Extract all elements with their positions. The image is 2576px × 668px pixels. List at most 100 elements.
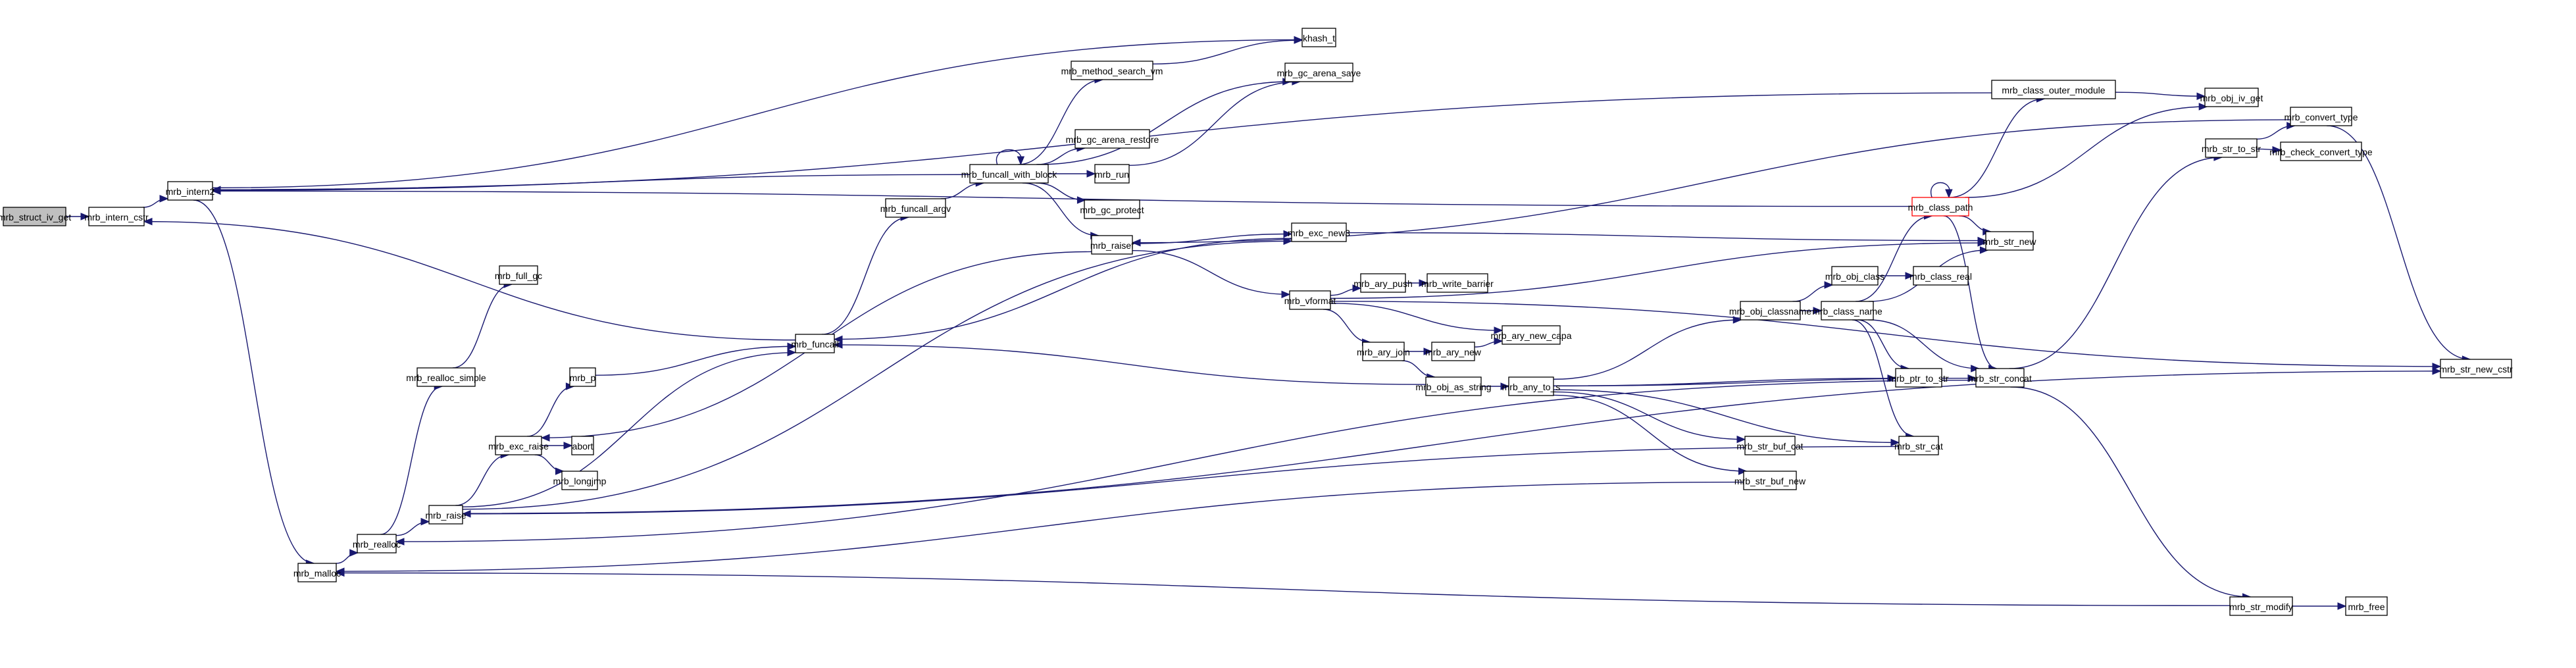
node-mrb-realloc[interactable]: mrb_realloc [353,534,401,553]
node-mrb-str-modify[interactable]: mrb_str_modify [2229,596,2293,616]
node-box[interactable] [2290,107,2352,126]
node-box[interactable] [1071,61,1153,80]
node-box[interactable] [571,436,594,455]
node-mrb-convert-type[interactable]: mrb_convert_type [2284,107,2358,126]
node-mrb-write-barrier[interactable]: mrb_write_barrier [1421,273,1494,293]
node-box[interactable] [2229,596,2293,616]
node-box[interactable] [1291,222,1347,242]
node-mrb-obj-iv-get[interactable]: mrb_obj_iv_get [2200,88,2263,107]
node-mrb-intern2[interactable]: mrb_intern2 [166,181,215,201]
node-mrb-class-path[interactable]: mrb_class_path [1908,197,1973,217]
node-box[interactable] [969,164,1049,184]
node-box[interactable] [1301,28,1336,47]
node-mrb-method-search-vm[interactable]: mrb_method_search_vm [1061,61,1163,80]
node-box[interactable] [1911,197,1969,217]
node-mrb-raisef[interactable]: mrb_raisef [1090,235,1134,255]
node-mrb-funcall-with-block[interactable]: mrb_funcall_with_block [961,164,1058,184]
node-khash-t[interactable]: khash_t [1301,28,1336,47]
node-mrb-free[interactable]: mrb_free [2345,596,2388,616]
node-mrb-realloc-simple[interactable]: mrb_realloc_simple [406,367,486,387]
node-box[interactable] [569,367,596,387]
node-mrb-str-buf-new[interactable]: mrb_str_buf_new [1734,471,1806,490]
node-mrb-str-concat[interactable]: mrb_str_concat [1968,368,2032,388]
node-mrb-ary-new-capa[interactable]: mrb_ary_new_capa [1491,325,1572,345]
node-box[interactable] [2280,141,2362,161]
node-box[interactable] [417,367,476,387]
node-box[interactable] [2205,138,2258,158]
node-mrb-str-buf-cat[interactable]: mrb_str_buf_cat [1736,436,1804,455]
node-mrb-ptr-to-str[interactable]: mrb_ptr_to_str [1888,368,1949,388]
node-box[interactable] [1094,164,1130,184]
node-mrb-ary-join[interactable]: mrb_ary_join [1357,342,1410,361]
node-box[interactable] [1425,376,1482,396]
node-box[interactable] [1502,325,1561,345]
node-box[interactable] [1074,129,1150,149]
node-mrb-struct-iv-get[interactable]: mrb_struct_iv_get [0,207,71,226]
node-mrb-any-to-s[interactable]: mrb_any_to_s [1502,376,1561,396]
node-box[interactable] [1821,301,1874,321]
node-mrb-funcall-argv[interactable]: mrb_funcall_argv [880,198,951,218]
node-mrb-check-convert-type[interactable]: mrb_check_convert_type [2269,141,2373,161]
node-box[interactable] [2204,88,2259,107]
node-box[interactable] [1508,376,1554,396]
node-box[interactable] [1913,266,1969,286]
node-box[interactable] [297,563,337,582]
node-abort[interactable]: abort [571,436,594,455]
node-mrb-vformat[interactable]: mrb_vformat [1284,290,1336,310]
node-mrb-longjmp[interactable]: mrb_longjmp [553,471,607,490]
node-mrb-gc-arena-save[interactable]: mrb_gc_arena_save [1277,63,1361,82]
node-mrb-str-to-str[interactable]: mrb_str_to_str [2202,138,2261,158]
node-mrb-funcall[interactable]: mrb_funcall [791,334,839,353]
node-box[interactable] [1831,266,1879,286]
node-mrb-ary-push[interactable]: mrb_ary_push [1353,273,1413,293]
node-box[interactable] [1289,290,1331,310]
node-box[interactable] [3,207,66,226]
node-mrb-obj-classname[interactable]: mrb_obj_classname [1729,301,1811,321]
node-mrb-obj-class[interactable]: mrb_obj_class [1825,266,1884,286]
node-box[interactable] [1898,436,1939,455]
node-mrb-malloc[interactable]: mrb_malloc [293,563,341,582]
node-box[interactable] [1991,80,2116,99]
node-box[interactable] [1284,63,1353,82]
node-mrb-exc-new3[interactable]: mrb_exc_new3 [1288,222,1350,242]
node-box[interactable] [1362,342,1405,361]
node-box[interactable] [2345,596,2388,616]
node-box[interactable] [357,534,397,553]
node-mrb-ary-new[interactable]: mrb_ary_new [1425,342,1482,361]
node-box[interactable] [885,198,946,218]
node-box[interactable] [428,505,463,525]
node-box[interactable] [1743,471,1797,490]
node-box[interactable] [1975,368,2025,388]
node-box[interactable] [1360,273,1406,293]
node-mrb-gc-protect[interactable]: mrb_gc_protect [1080,199,1144,219]
node-mrb-run[interactable]: mrb_run [1094,164,1130,184]
node-mrb-obj-as-string[interactable]: mrb_obj_as_string [1415,376,1492,396]
node-mrb-raise[interactable]: mrb_raise [425,505,467,525]
node-box[interactable] [495,436,542,455]
node-mrb-str-new[interactable]: mrb_str_new [1983,231,2037,251]
node-mrb-gc-arena-restore[interactable]: mrb_gc_arena_restore [1066,129,1159,149]
node-mrb-exc-raise[interactable]: mrb_exc_raise [488,436,549,455]
node-box[interactable] [1985,231,2034,251]
node-box[interactable] [1895,368,1942,388]
node-box[interactable] [88,207,145,226]
node-mrb-class-outer-module[interactable]: mrb_class_outer_module [1991,80,2116,99]
node-box[interactable] [1084,199,1140,219]
node-mrb-class-real[interactable]: mrb_class_real [1909,266,1972,286]
node-box[interactable] [1431,342,1475,361]
node-box[interactable] [1740,301,1801,321]
node-box[interactable] [1091,235,1133,255]
node-mrb-intern-cstr[interactable]: mrb_intern_cstr [84,207,149,226]
node-mrb-class-name[interactable]: mrb_class_name [1812,301,1882,321]
node-box[interactable] [1744,436,1796,455]
node-box[interactable] [795,334,835,353]
node-box[interactable] [499,265,538,285]
node-mrb-str-new-cstr[interactable]: mrb_str_new_cstr [2439,359,2513,378]
node-mrb-p[interactable]: mrb_p [569,367,596,387]
node-mrb-full-gc[interactable]: mrb_full_gc [495,265,542,285]
node-box[interactable] [167,181,213,201]
node-mrb-str-cat[interactable]: mrb_str_cat [1894,436,1943,455]
node-box[interactable] [561,471,598,490]
node-box[interactable] [1427,273,1488,293]
node-box[interactable] [2440,359,2512,378]
